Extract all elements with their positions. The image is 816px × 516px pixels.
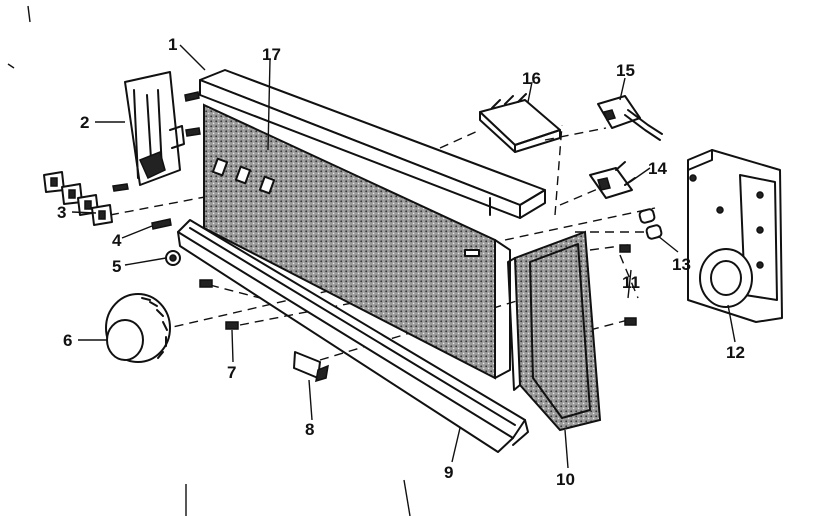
control-knob <box>105 293 171 363</box>
label-part-16: 16 <box>522 69 541 88</box>
bottom-channel <box>177 219 529 453</box>
screws <box>112 91 637 330</box>
label-part-12: 12 <box>726 343 745 362</box>
scan-marks <box>7 5 411 516</box>
wire-switch <box>597 95 663 141</box>
push-buttons <box>43 171 113 226</box>
label-part-3: 3 <box>57 203 66 222</box>
label-part-17: 17 <box>262 45 281 64</box>
label-part-4: 4 <box>112 231 122 250</box>
label-part-8: 8 <box>305 420 314 439</box>
label-part-6: 6 <box>63 331 72 350</box>
label-part-10: 10 <box>556 470 575 489</box>
label-part-2: 2 <box>80 113 89 132</box>
label-part-5: 5 <box>112 257 121 276</box>
callout-labels: 1 2 3 4 5 6 7 8 9 10 11 12 13 14 15 16 1… <box>57 35 745 489</box>
fuses <box>638 208 663 240</box>
label-part-7: 7 <box>227 363 236 382</box>
right-end-panel <box>507 230 602 432</box>
left-end-bracket <box>124 71 185 186</box>
label-part-9: 9 <box>444 463 453 482</box>
label-part-13: 13 <box>672 255 691 274</box>
label-part-15: 15 <box>616 61 635 80</box>
plug <box>165 250 181 266</box>
label-part-14: 14 <box>648 159 667 178</box>
timer-assembly <box>687 149 783 323</box>
label-part-1: 1 <box>168 35 177 54</box>
label-part-11: 11 <box>622 273 640 292</box>
small-button <box>293 351 329 383</box>
switch-block <box>479 93 561 153</box>
leader-lines <box>71 44 736 469</box>
switch <box>589 161 636 199</box>
top-rail <box>199 69 546 219</box>
